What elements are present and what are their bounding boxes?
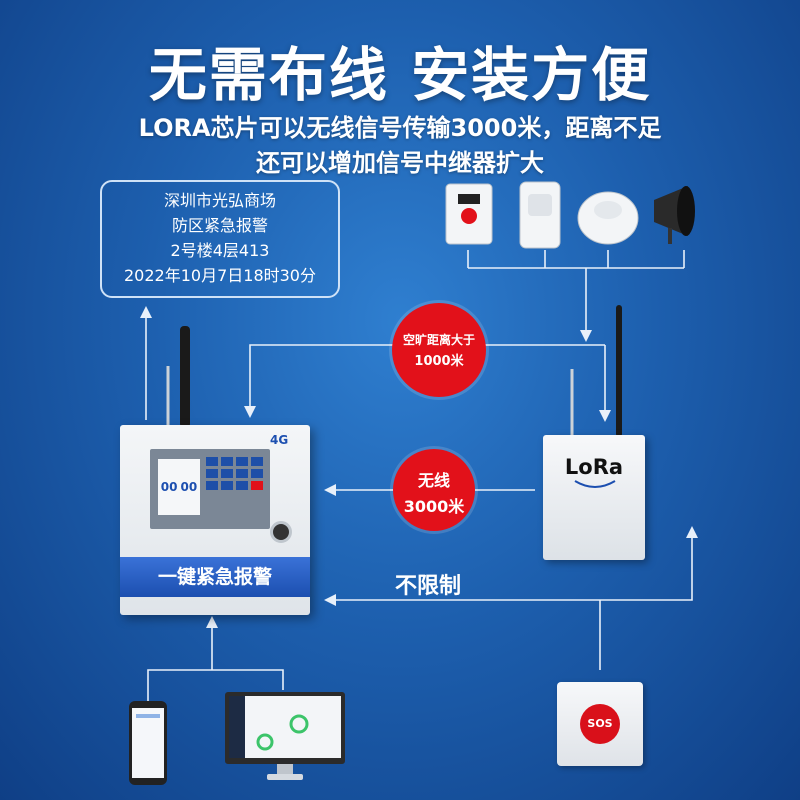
- arrow-up-info: [140, 306, 152, 318]
- network-4g-logo: 4G: [270, 433, 289, 447]
- info-time: 2022年10月7日18时30分: [124, 266, 316, 285]
- lora-label: LoRa: [564, 455, 624, 479]
- keypad-key[interactable]: [221, 457, 233, 466]
- keypad-buttons: [206, 457, 263, 490]
- keypad-key[interactable]: [251, 469, 263, 478]
- keypad-key[interactable]: [251, 481, 263, 490]
- sensor-row: [445, 181, 695, 249]
- wireless-distance-badge: 无线 3000米: [393, 449, 475, 531]
- wireless-badge-line2: 3000米: [403, 497, 465, 516]
- keypad-key[interactable]: [221, 481, 233, 490]
- keypad-key[interactable]: [236, 469, 248, 478]
- alarm-info-box: 深圳市光弘商场 防区紧急报警 2号楼4层413 2022年10月7日18时30分: [100, 180, 340, 298]
- emergency-button-sensor-icon: [445, 183, 493, 245]
- arrow-left-wireless: [324, 484, 336, 496]
- keypad-key[interactable]: [206, 457, 218, 466]
- sos-button-device: SOS: [557, 682, 643, 766]
- panel-screen: 00 00: [158, 459, 200, 515]
- open-area-badge-line2: 1000米: [414, 354, 464, 369]
- open-area-line: [249, 344, 605, 410]
- keypad-key[interactable]: [236, 457, 248, 466]
- key-lock-icon: [270, 521, 292, 543]
- subtitle-line-1: LORA芯片可以无线信号传输3000米，距离不足: [138, 114, 662, 142]
- wireless-badge-line1: 无线: [417, 471, 450, 490]
- keypad-key[interactable]: [221, 469, 233, 478]
- arrow-down-panel: [244, 406, 256, 418]
- alarm-control-panel: 4G 00 00 一键紧急报警: [120, 425, 310, 615]
- keypad-key[interactable]: [206, 481, 218, 490]
- open-area-distance-badge: 空旷距离大于 1000米: [392, 303, 486, 397]
- panel-keypad: 00 00: [150, 449, 270, 529]
- sos-route-line: [335, 535, 693, 601]
- screen-digit-right: 00: [180, 480, 198, 494]
- screen-digit-left: 00: [160, 480, 178, 494]
- open-area-badge-line1: 空旷距离大于: [402, 333, 475, 347]
- panel-antenna-icon: [166, 326, 190, 428]
- lora-repeater: LoRa: [543, 435, 645, 560]
- arrow-up-sos: [686, 526, 698, 538]
- siren-speaker-icon: [654, 186, 695, 244]
- keypad-key[interactable]: [206, 469, 218, 478]
- keypad-key[interactable]: [236, 481, 248, 490]
- arrow-down-repeater: [599, 410, 611, 422]
- arrow-up-panel: [206, 616, 218, 628]
- subtitle-line-2: 还可以增加信号中继器扩大: [256, 149, 544, 177]
- info-location: 深圳市光弘商场: [163, 191, 276, 210]
- keypad-key[interactable]: [251, 457, 263, 466]
- smartphone-icon: [129, 701, 167, 785]
- lora-antenna-icon: [570, 305, 622, 437]
- pir-motion-sensor-icon: [519, 181, 561, 249]
- info-room: 2号楼4层413: [170, 241, 270, 260]
- devices-bracket: [147, 669, 284, 705]
- smoke-detector-icon: [577, 191, 639, 245]
- arrow-left-sos: [324, 594, 336, 606]
- panel-banner: 一键紧急报警: [120, 557, 310, 597]
- no-limit-label: 不限制: [395, 574, 462, 599]
- wireless-waves-icon: [574, 480, 616, 488]
- arrow-down-sensor: [580, 330, 592, 342]
- info-zone: 防区紧急报警: [171, 216, 268, 235]
- headline: 无需布线 安装方便: [148, 41, 652, 109]
- desktop-monitor-icon: [225, 692, 345, 780]
- sos-button[interactable]: SOS: [580, 704, 620, 744]
